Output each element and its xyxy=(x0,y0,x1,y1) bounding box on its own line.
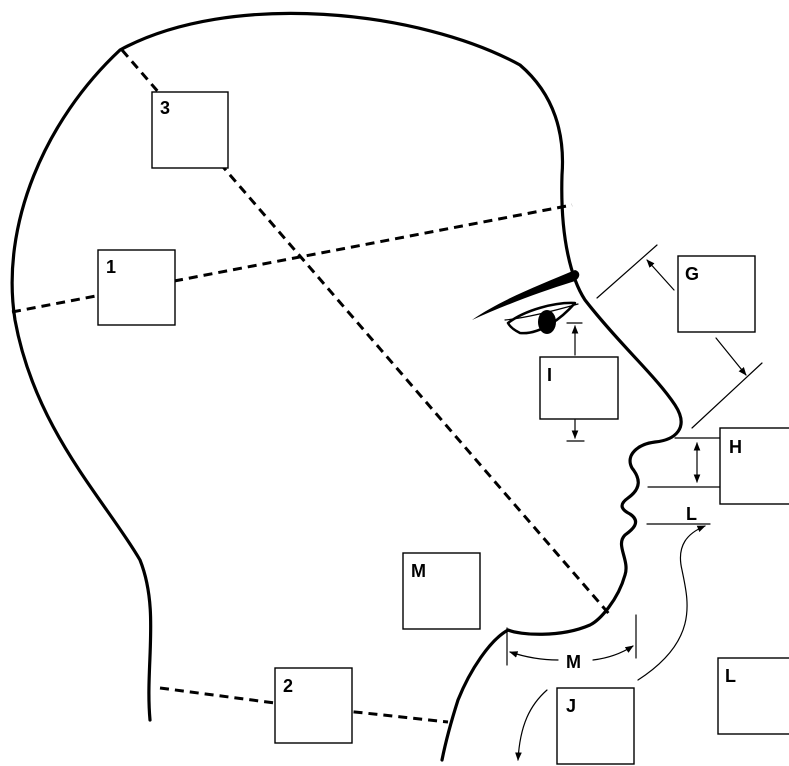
dashed-line-1 xyxy=(11,203,573,314)
eye-lid-line xyxy=(504,303,579,321)
box-i-label: I xyxy=(547,365,552,385)
box-3-label: 3 xyxy=(160,98,170,118)
box-h-label: H xyxy=(729,437,742,457)
inline-label-l: L xyxy=(686,504,697,524)
g-lower-arrow xyxy=(715,337,747,376)
measurement-box-1[interactable]: 1 xyxy=(97,249,176,326)
g-lower-tick xyxy=(691,362,763,429)
l-curved-arrow xyxy=(637,525,706,681)
box-l-label: L xyxy=(725,666,736,686)
g-upper-tick xyxy=(596,244,658,299)
box-1-label: 1 xyxy=(106,257,116,277)
eyebrow xyxy=(472,270,580,320)
measurement-box-j[interactable]: J xyxy=(556,687,635,765)
inline-label-m: M xyxy=(566,652,581,672)
measurement-box-i[interactable]: I xyxy=(539,356,619,420)
measurement-box-l[interactable]: L xyxy=(717,657,789,735)
measurement-box-h[interactable]: H xyxy=(719,427,789,505)
g-upper-arrow xyxy=(646,259,675,291)
m-right-arrow xyxy=(592,645,634,661)
measurement-box-m[interactable]: M xyxy=(402,552,481,630)
j-curved-arrow xyxy=(515,689,548,761)
m-left-arrow xyxy=(509,651,559,661)
measurement-box-g[interactable]: G xyxy=(677,255,756,333)
box-m-label: M xyxy=(411,561,426,581)
measurement-box-2[interactable]: 2 xyxy=(274,667,353,744)
measurement-box-3[interactable]: 3 xyxy=(151,91,229,169)
box-g-label: G xyxy=(685,264,699,284)
box-2-label: 2 xyxy=(283,676,293,696)
head-outline xyxy=(10,11,683,762)
box-j-label: J xyxy=(566,696,576,716)
iris xyxy=(538,310,556,334)
